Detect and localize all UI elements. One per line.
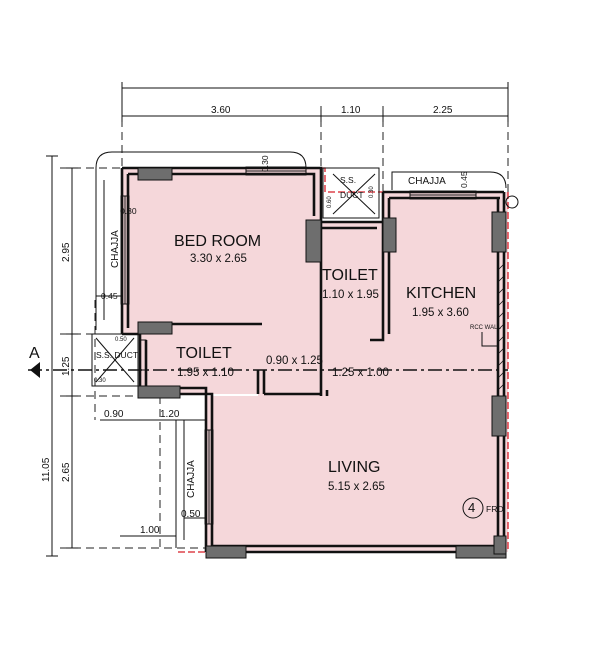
flat-number: 4	[468, 500, 475, 515]
toilet-upper-name: TOILET	[322, 267, 378, 284]
rcc-wall-hatch	[497, 263, 505, 391]
section-line: A	[28, 345, 508, 378]
rcc-wall-leader	[481, 332, 498, 347]
passage-size: 0.90 x 1.25	[266, 355, 323, 367]
dim-060-duct: 0.60	[327, 196, 333, 208]
dim-top-1: 3.60	[211, 105, 231, 116]
dim-030-duct: 0.30	[369, 186, 375, 198]
dim-030-top: 0.30	[260, 155, 270, 172]
chajja-living-label: CHAJJA	[186, 460, 197, 498]
dim-050-living: 0.50	[181, 509, 201, 520]
dim-090: 0.90	[104, 409, 124, 420]
windows	[120, 166, 477, 525]
dim-030-bed: 0.30	[120, 206, 137, 216]
column	[305, 219, 322, 263]
column	[137, 321, 173, 335]
bedroom-fill	[122, 168, 321, 334]
chajja-bedroom-label: CHAJJA	[110, 230, 121, 268]
flat-suffix: FRD	[486, 504, 503, 514]
living-size: 5.15 x 2.65	[328, 481, 385, 493]
column	[205, 545, 247, 559]
column	[137, 385, 181, 399]
dim-left-1: 2.95	[61, 242, 72, 262]
toilet-upper-fill	[321, 222, 383, 340]
ss-duct-top	[322, 167, 380, 219]
dim-left-total: 11.05	[41, 457, 52, 482]
toilet-lower-fill	[140, 334, 258, 394]
column	[491, 211, 507, 253]
dim-050-duct: 0.50	[115, 337, 127, 343]
dim-100: 1.00	[140, 525, 160, 536]
dim-left-3: 2.65	[61, 462, 72, 482]
dim-045-kitchen: 0.45	[459, 171, 469, 188]
flat-number-badge: 4 FRD	[462, 497, 503, 519]
dim-top-3: 2.25	[433, 105, 453, 116]
kitchen-size: 1.95 x 3.60	[412, 307, 469, 319]
dim-030-duct-left: 0.30	[94, 378, 106, 384]
ss-duct-left	[91, 333, 139, 387]
toilet-lower-name: TOILET	[176, 345, 232, 362]
dimension-lines	[46, 82, 509, 557]
dim-045-bed: 0.45	[101, 291, 118, 301]
section-arrow	[30, 362, 40, 378]
toilet-window	[139, 339, 147, 371]
column	[491, 395, 507, 437]
column-round	[505, 195, 519, 209]
toilet-upper-size: 1.10 x 1.95	[322, 289, 379, 301]
living-name: LIVING	[328, 459, 380, 476]
columns	[137, 167, 519, 559]
rcc-wall-label: RCC WALL	[470, 325, 501, 331]
chajja-outlines	[95, 151, 507, 548]
dim-left-2: 1.25	[61, 356, 72, 376]
section-marker: A	[29, 345, 40, 362]
ss-duct-top-label: S.S.	[340, 175, 356, 185]
passage-size-2: 1.25 x 1.00	[332, 367, 389, 379]
toilet-lower-size: 1.95 x 1.10	[177, 367, 234, 379]
living-fill	[206, 396, 508, 552]
ss-duct-left-label: S.S. DUCT	[96, 350, 138, 360]
chajja-top-label: CHAJJA	[408, 176, 446, 187]
bedroom-name: BED ROOM	[174, 233, 261, 250]
kitchen-name: KITCHEN	[406, 285, 476, 302]
column	[137, 167, 173, 181]
ss-duct-top-label-2: DUCT	[340, 190, 364, 200]
column	[493, 535, 507, 555]
dim-120: 1.20	[160, 409, 180, 420]
column	[382, 217, 397, 253]
room-fills	[122, 168, 508, 552]
dim-top-2: 1.10	[341, 105, 361, 116]
bedroom-size: 3.30 x 2.65	[190, 253, 247, 265]
